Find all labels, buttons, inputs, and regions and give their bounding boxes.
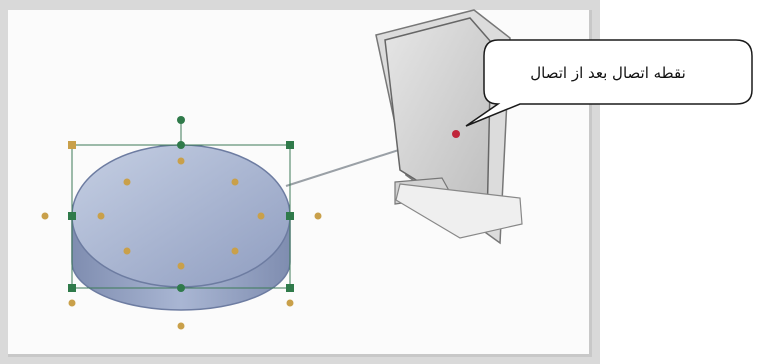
handle-middle-right — [286, 212, 294, 220]
handle-bottom-center — [177, 284, 185, 292]
handle-middle-left — [68, 212, 76, 220]
handle-bottom-left — [68, 284, 76, 292]
handle-top-center — [177, 141, 185, 149]
handle-top-right — [286, 141, 294, 149]
glued-connection-point — [452, 130, 460, 138]
handle-bottom-right — [286, 284, 294, 292]
callout-label: نقطه اتصال بعد از اتصال — [488, 55, 728, 91]
rotate-handle — [177, 116, 185, 124]
handle-top-left — [68, 141, 76, 149]
